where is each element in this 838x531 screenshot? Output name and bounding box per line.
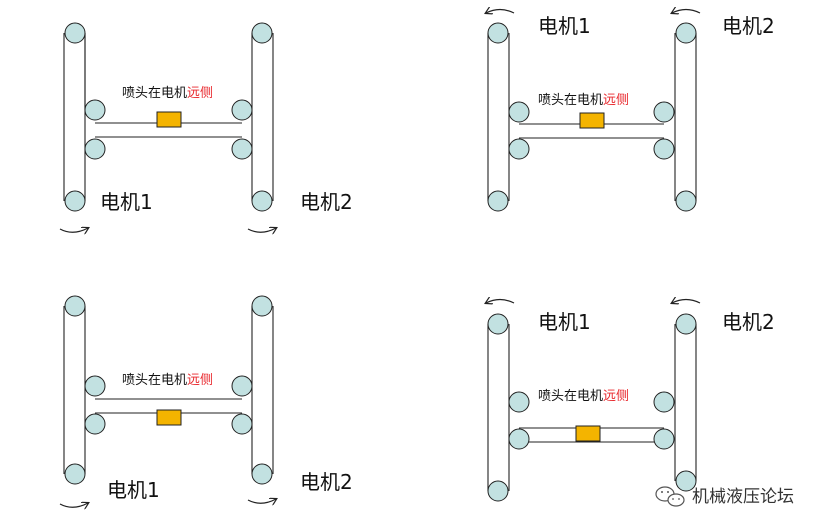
pulley	[251, 463, 273, 485]
pulley	[64, 463, 86, 485]
motor1-label: 电机1	[107, 478, 160, 502]
diagram-top-right: 喷头在电机远侧 电机1 电机2	[486, 10, 775, 212]
pulley	[508, 428, 530, 450]
nozzle-position-label: 喷头在电机远侧	[538, 389, 629, 404]
pulley	[64, 22, 86, 44]
diagram-bottom-left: 喷头在电机远侧 电机1 电机2	[59, 295, 353, 507]
nozzle	[579, 112, 605, 129]
motor2-label: 电机2	[300, 190, 353, 214]
pulley	[251, 22, 273, 44]
pulley	[64, 190, 86, 212]
pulley	[487, 313, 509, 335]
rotation-arrow-icon	[486, 300, 515, 304]
pulley	[487, 480, 509, 502]
rotation-arrow-icon	[672, 10, 701, 14]
pulley	[231, 413, 253, 435]
belt	[487, 324, 697, 491]
rotation-arrow-icon	[486, 10, 515, 14]
nozzle-position-label: 喷头在电机远侧	[122, 373, 213, 388]
motor1-label: 电机1	[100, 190, 153, 214]
motor1-label: 电机1	[538, 310, 591, 334]
motor2-label: 电机2	[722, 310, 775, 334]
pulleys	[487, 313, 697, 502]
nozzle	[156, 409, 182, 426]
pulley	[675, 313, 697, 335]
rotation-arrow-icon	[247, 228, 276, 232]
nozzle	[575, 425, 601, 442]
pulley	[508, 138, 530, 160]
pulley	[84, 375, 106, 397]
belt	[63, 33, 274, 201]
pulley	[487, 22, 509, 44]
wechat-icon	[655, 486, 685, 507]
pulley	[508, 101, 530, 123]
pulley	[84, 413, 106, 435]
rotation-arrow-icon	[672, 300, 701, 304]
pulley	[653, 428, 675, 450]
rotation-arrow-icon	[247, 499, 276, 503]
rotation-arrow-icon	[59, 503, 88, 507]
pulley	[231, 99, 253, 121]
nozzle-position-label: 喷头在电机远侧	[122, 86, 213, 101]
motor2-label: 电机2	[300, 470, 353, 494]
pulleys	[487, 22, 697, 212]
pulleys	[64, 22, 273, 212]
pulley	[251, 295, 273, 317]
pulley	[653, 101, 675, 123]
pulley	[84, 99, 106, 121]
diagram-bottom-right: 喷头在电机远侧 电机1 电机2	[486, 300, 775, 502]
pulley	[231, 138, 253, 160]
motor2-label: 电机2	[722, 14, 775, 38]
pulley	[653, 138, 675, 160]
pulley	[251, 190, 273, 212]
rotation-arrow-icon	[59, 228, 88, 232]
nozzle	[156, 111, 182, 128]
pulley	[64, 295, 86, 317]
pulley	[675, 190, 697, 212]
pulley	[508, 391, 530, 413]
pulley	[487, 190, 509, 212]
motor1-label: 电机1	[538, 14, 591, 38]
pulley	[675, 22, 697, 44]
pulley	[675, 470, 697, 492]
belt	[63, 306, 274, 474]
pulleys	[64, 295, 273, 485]
pulley	[653, 391, 675, 413]
diagram-top-left: 喷头在电机远侧 电机1 电机2	[59, 22, 353, 232]
watermark: 机械液压论坛	[655, 486, 794, 507]
pulley	[84, 138, 106, 160]
pulley	[231, 375, 253, 397]
nozzle-position-label: 喷头在电机远侧	[538, 93, 629, 108]
watermark-text: 机械液压论坛	[692, 487, 794, 507]
